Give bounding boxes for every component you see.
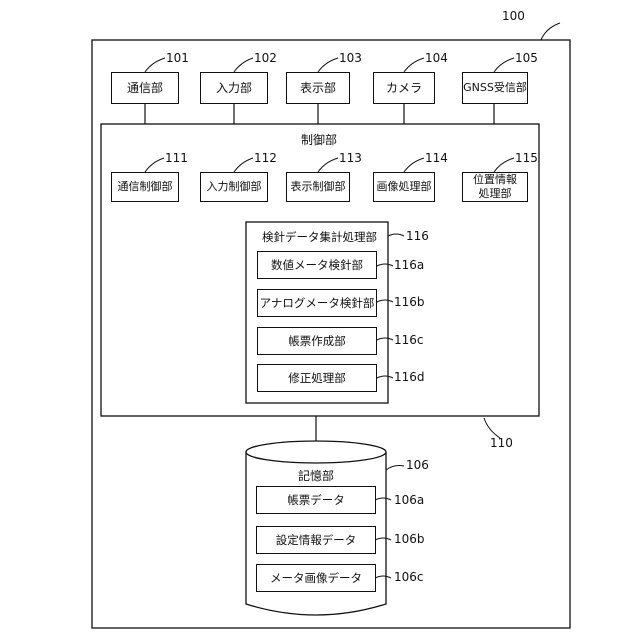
ref-116a: 116a	[394, 258, 424, 272]
unit-camera: カメラ	[373, 72, 435, 104]
leader-105	[494, 58, 514, 72]
ref-102: 102	[254, 51, 277, 65]
leader-113	[318, 158, 338, 172]
ref-116d: 116d	[394, 370, 425, 384]
module-input-control: 入力制御部	[200, 172, 268, 202]
ref-113: 113	[339, 151, 362, 165]
leader-116a	[377, 264, 393, 266]
leader-111	[145, 158, 164, 172]
leader-116c	[377, 338, 393, 340]
aggregation-title: 検針データ集計処理部	[262, 229, 377, 245]
device-ref: 100	[502, 9, 525, 23]
leader-103	[318, 58, 338, 72]
leader-104	[404, 58, 424, 72]
numeric-meter-reading: 数値メータ検針部	[257, 251, 377, 279]
ref-114: 114	[425, 151, 448, 165]
ref-110: 110	[490, 436, 513, 450]
unit-input: 入力部	[200, 72, 268, 104]
unit-gnss: GNSS受信部	[462, 72, 528, 104]
leader-110	[484, 418, 500, 438]
leader-115	[494, 158, 514, 172]
meter-image-data: メータ画像データ	[256, 564, 376, 592]
leader-116b	[377, 300, 393, 302]
leader-116	[388, 234, 404, 236]
module-location-line1: 位置情報	[473, 173, 517, 187]
leader-102	[234, 58, 253, 72]
module-display-control: 表示制御部	[286, 172, 350, 202]
unit-communication: 通信部	[111, 72, 179, 104]
module-location-line2: 処理部	[479, 187, 512, 201]
module-location-processing: 位置情報 処理部	[462, 172, 528, 202]
storage-cylinder-top	[246, 441, 386, 463]
storage-title: 記憶部	[298, 467, 334, 484]
ref-111: 111	[165, 151, 188, 165]
ref-105: 105	[515, 51, 538, 65]
form-creation: 帳票作成部	[257, 327, 377, 355]
leader-116d	[377, 376, 393, 378]
ref-116b: 116b	[394, 295, 425, 309]
ref-103: 103	[339, 51, 362, 65]
ref-106a: 106a	[394, 493, 424, 507]
leader-106	[386, 466, 404, 471]
leader-101	[145, 58, 165, 72]
ref-104: 104	[425, 51, 448, 65]
module-comm-control: 通信制御部	[111, 172, 179, 202]
settings-data: 設定情報データ	[256, 526, 376, 554]
module-image-processing: 画像処理部	[373, 172, 435, 202]
leader-112	[234, 158, 253, 172]
unit-display: 表示部	[286, 72, 350, 104]
form-data: 帳票データ	[256, 486, 376, 514]
ref-115: 115	[515, 151, 538, 165]
ref-116: 116	[406, 229, 429, 243]
control-title: 制御部	[301, 131, 337, 148]
ref-106c: 106c	[394, 570, 424, 584]
ref-106: 106	[406, 458, 429, 472]
analog-meter-reading: アナログメータ検針部	[257, 289, 377, 317]
ref-106b: 106b	[394, 532, 425, 546]
ref-101: 101	[166, 51, 189, 65]
leader-100	[541, 23, 560, 40]
ref-116c: 116c	[394, 333, 424, 347]
leader-114	[404, 158, 424, 172]
ref-112: 112	[254, 151, 277, 165]
correction-processing: 修正処理部	[257, 364, 377, 392]
